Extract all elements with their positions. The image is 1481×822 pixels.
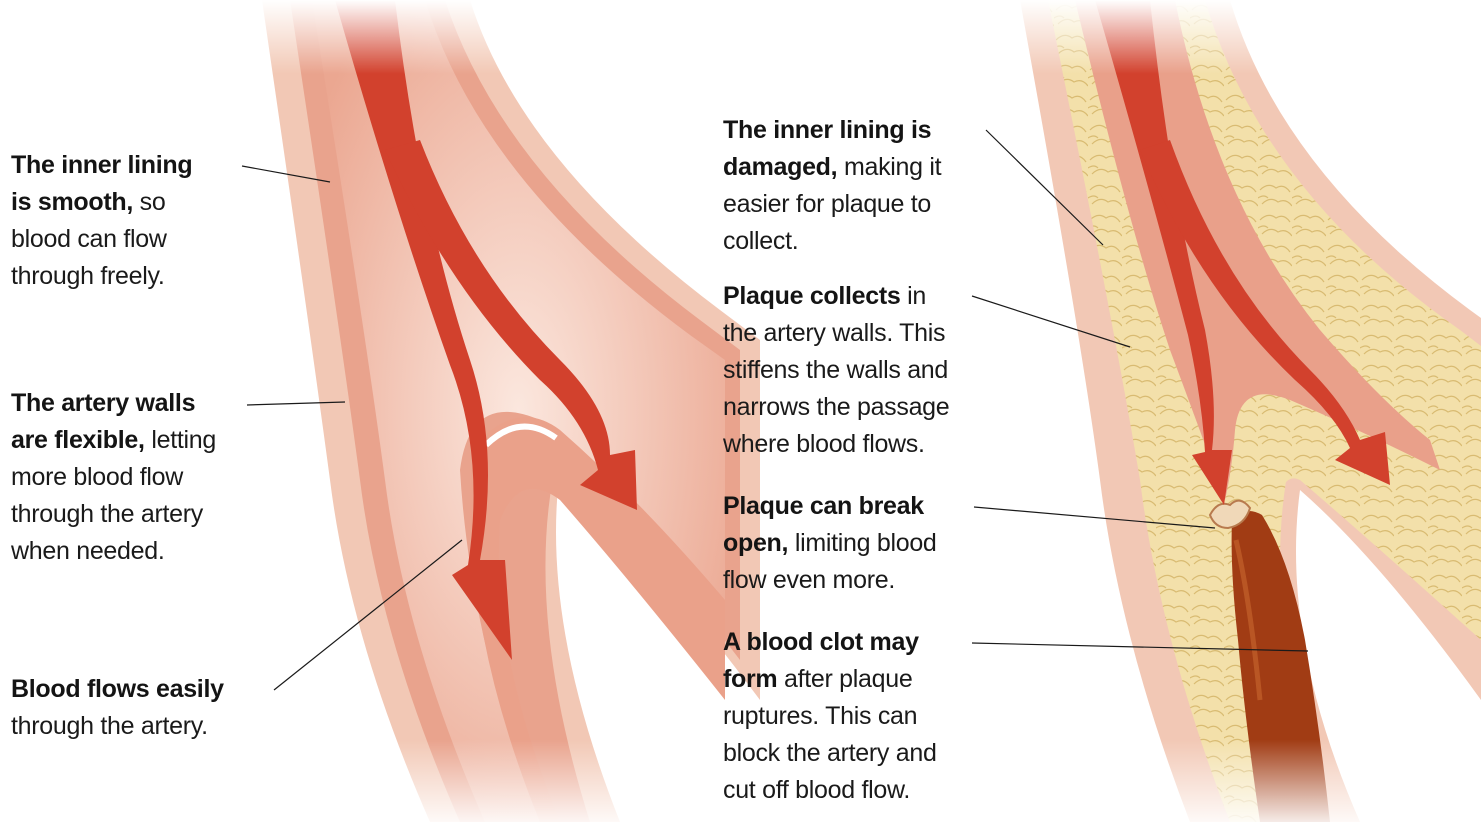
label-flexible-walls-line2-bold: are flexible, [11, 426, 145, 454]
label-flexible-walls-line2-text: letting [145, 426, 216, 454]
label-plaque-collects: Plaque collects in the artery walls. Thi… [723, 278, 949, 463]
label-flows-easily: Blood flows easily through the artery. [11, 671, 224, 745]
label-flexible-walls-line5: when needed. [11, 533, 216, 570]
label-smooth-lining-line2-text: so [133, 188, 165, 216]
label-blood-clot-line4: block the artery and [723, 735, 937, 772]
label-blood-clot-line2-bold: form [723, 665, 777, 693]
label-plaque-collects-line5: where blood flows. [723, 426, 949, 463]
label-damaged-lining-line2-bold: damaged, [723, 153, 837, 181]
label-plaque-collects-line3: stiffens the walls and [723, 352, 949, 389]
label-blood-clot-line3: ruptures. This can [723, 698, 937, 735]
label-blood-clot: A blood clot may form after plaque ruptu… [723, 624, 937, 809]
label-smooth-lining-line1-bold: The inner lining [11, 151, 192, 179]
label-plaque-collects-line2: the artery walls. This [723, 315, 949, 352]
label-flexible-walls-line4: through the artery [11, 496, 216, 533]
label-flexible-walls-line1-bold: The artery walls [11, 389, 195, 417]
label-smooth-lining-line2-bold: is smooth, [11, 188, 133, 216]
label-plaque-break: Plaque can break open, limiting blood fl… [723, 488, 937, 599]
label-damaged-lining-line2-text: making it [837, 153, 941, 181]
healthy-artery [240, 0, 780, 822]
label-plaque-break-line3: flow even more. [723, 562, 937, 599]
label-damaged-lining-line4: collect. [723, 223, 941, 260]
label-damaged-lining-line3: easier for plaque to [723, 186, 941, 223]
label-damaged-lining-line1-bold: The inner lining is [723, 116, 931, 144]
label-flexible-walls-line3: more blood flow [11, 459, 216, 496]
label-plaque-collects-line4: narrows the passage [723, 389, 949, 426]
label-damaged-lining: The inner lining is damaged, making it e… [723, 112, 941, 260]
label-smooth-lining: The inner lining is smooth, so blood can… [11, 147, 192, 295]
label-blood-clot-line2-text: after plaque [777, 665, 912, 693]
label-smooth-lining-line4: through freely. [11, 258, 192, 295]
label-plaque-break-line1-bold: Plaque can break [723, 492, 924, 520]
label-plaque-collects-line1-bold: Plaque collects [723, 282, 901, 310]
label-flows-easily-line2: through the artery. [11, 708, 224, 745]
label-blood-clot-line1-bold: A blood clot may [723, 628, 919, 656]
label-flexible-walls: The artery walls are flexible, letting m… [11, 385, 216, 570]
label-smooth-lining-line3: blood can flow [11, 221, 192, 258]
diseased-artery [1000, 0, 1481, 822]
label-blood-clot-line5: cut off blood flow. [723, 772, 937, 809]
label-plaque-break-line2-bold: open, [723, 529, 788, 557]
label-plaque-collects-line1-text: in [901, 282, 927, 310]
label-flows-easily-line1-bold: Blood flows easily [11, 675, 224, 703]
label-plaque-break-line2-text: limiting blood [788, 529, 936, 557]
